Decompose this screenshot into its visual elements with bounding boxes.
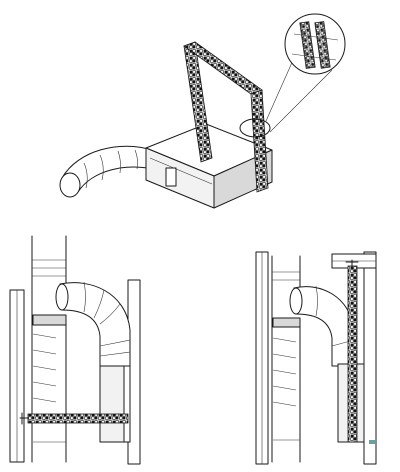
detail-callout <box>239 13 346 138</box>
vertical-hanger-view <box>255 251 377 465</box>
duct-elbow <box>289 285 355 367</box>
vertical-duct <box>31 235 67 463</box>
suspension-straps <box>183 41 269 193</box>
access-panel <box>165 167 177 187</box>
duct-opening <box>59 172 81 198</box>
detail-marker <box>239 118 271 138</box>
duct-band <box>272 317 301 328</box>
isometric-view <box>59 13 346 209</box>
marker <box>369 440 375 444</box>
duct-elbow <box>55 281 131 369</box>
vertical-strap <box>347 265 358 443</box>
duct-band <box>32 314 67 326</box>
horizontal-strap <box>27 413 129 424</box>
right-wall <box>363 251 377 465</box>
vertical-duct <box>271 255 301 463</box>
horizontal-hanger-view <box>9 235 141 465</box>
strap-right-leg <box>250 89 269 193</box>
